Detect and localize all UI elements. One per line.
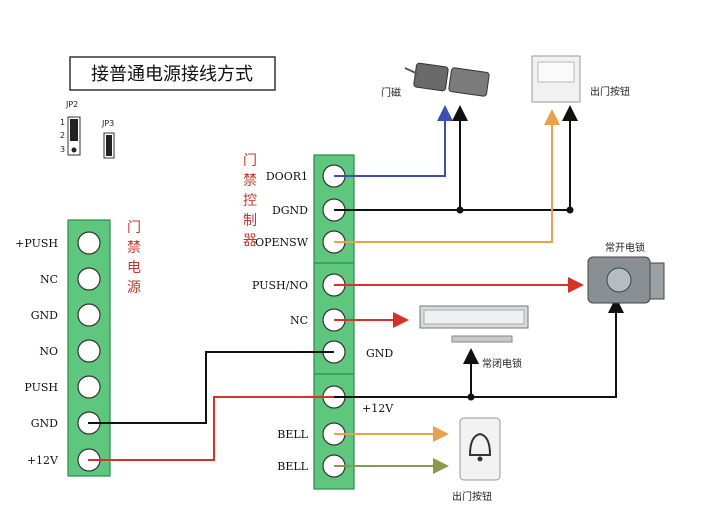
wire-opensw-orange bbox=[334, 109, 560, 243]
power-terminal-label: PUSH bbox=[24, 381, 58, 394]
nc-lock-label: 常闭电锁 bbox=[482, 357, 522, 370]
power-label-char-1: 门 bbox=[127, 220, 141, 236]
power-terminal bbox=[77, 231, 101, 255]
controller-terminal-label: PUSH/NO bbox=[252, 279, 308, 292]
wires bbox=[88, 105, 624, 474]
power-label-char-2: 禁 bbox=[127, 240, 141, 256]
power-terminal-label: GND bbox=[31, 417, 58, 430]
controller-label-char-3: 控 bbox=[243, 193, 257, 209]
power-terminal bbox=[77, 375, 101, 399]
jp3-label: JP3 bbox=[101, 119, 114, 128]
power-terminal-label: +PUSH bbox=[15, 237, 58, 250]
title-box: 接普通电源接线方式 bbox=[69, 56, 276, 91]
power-terminal-label: +12V bbox=[27, 454, 59, 467]
controller-terminal-label: NC bbox=[290, 314, 308, 327]
power-terminal-label: NC bbox=[40, 273, 58, 286]
jp2-label: JP2 bbox=[65, 100, 78, 109]
jp2-pin-2: 2 bbox=[60, 131, 65, 140]
power-label-char-3: 电 bbox=[127, 260, 141, 276]
exit-button-bottom: 出门按钮 bbox=[452, 417, 501, 503]
controller-label-char-1: 门 bbox=[243, 153, 257, 169]
door-sensor: 门磁 bbox=[381, 62, 490, 99]
controller-terminal-label: +12V bbox=[362, 402, 394, 415]
power-terminal bbox=[77, 303, 101, 327]
controller-terminal-label: BELL bbox=[277, 428, 308, 441]
wire-door1-blue bbox=[334, 105, 453, 177]
controller-terminal-label: OPENSW bbox=[255, 236, 309, 249]
power-terminal bbox=[77, 339, 101, 363]
power-terminal-label: NO bbox=[39, 345, 58, 358]
power-supply-block: +PUSH NC GND NO PUSH GND +12V 门 禁 电 源 bbox=[15, 219, 141, 477]
exit-button-bottom-label: 出门按钮 bbox=[452, 490, 492, 503]
jp2-pin-3: 3 bbox=[60, 145, 65, 154]
page-title: 接普通电源接线方式 bbox=[91, 64, 253, 85]
power-terminal bbox=[77, 267, 101, 291]
bell-icon bbox=[468, 432, 492, 456]
wire-gnd-black bbox=[88, 351, 334, 424]
jp2-pin-1: 1 bbox=[60, 118, 65, 127]
controller-label-char-4: 制 bbox=[243, 213, 257, 229]
power-terminal-label: GND bbox=[31, 309, 58, 322]
controller-terminal-label: BELL bbox=[277, 460, 308, 473]
jumper-jp2: JP2 1 2 3 bbox=[60, 100, 81, 156]
wire-12v-black bbox=[334, 297, 624, 398]
door-sensor-label: 门磁 bbox=[381, 86, 401, 99]
no-lock-label: 常开电锁 bbox=[605, 241, 645, 254]
controller-terminal-label: DGND bbox=[272, 204, 308, 217]
normally-open-lock: 常开电锁 bbox=[587, 241, 665, 304]
controller-terminal-label: DOOR1 bbox=[266, 170, 308, 183]
exit-button-top: 出门按钮 bbox=[531, 55, 630, 103]
wire-12v-red bbox=[88, 396, 334, 461]
controller-terminal-label: GND bbox=[366, 347, 393, 360]
controller-label-char-2: 禁 bbox=[243, 173, 257, 189]
jumper-jp3: JP3 bbox=[101, 119, 115, 159]
exit-button-top-label: 出门按钮 bbox=[590, 85, 630, 98]
power-label-char-4: 源 bbox=[127, 280, 141, 296]
controller-label-char-5: 器 bbox=[243, 233, 257, 249]
normally-closed-lock: 常闭电锁 bbox=[419, 305, 529, 370]
